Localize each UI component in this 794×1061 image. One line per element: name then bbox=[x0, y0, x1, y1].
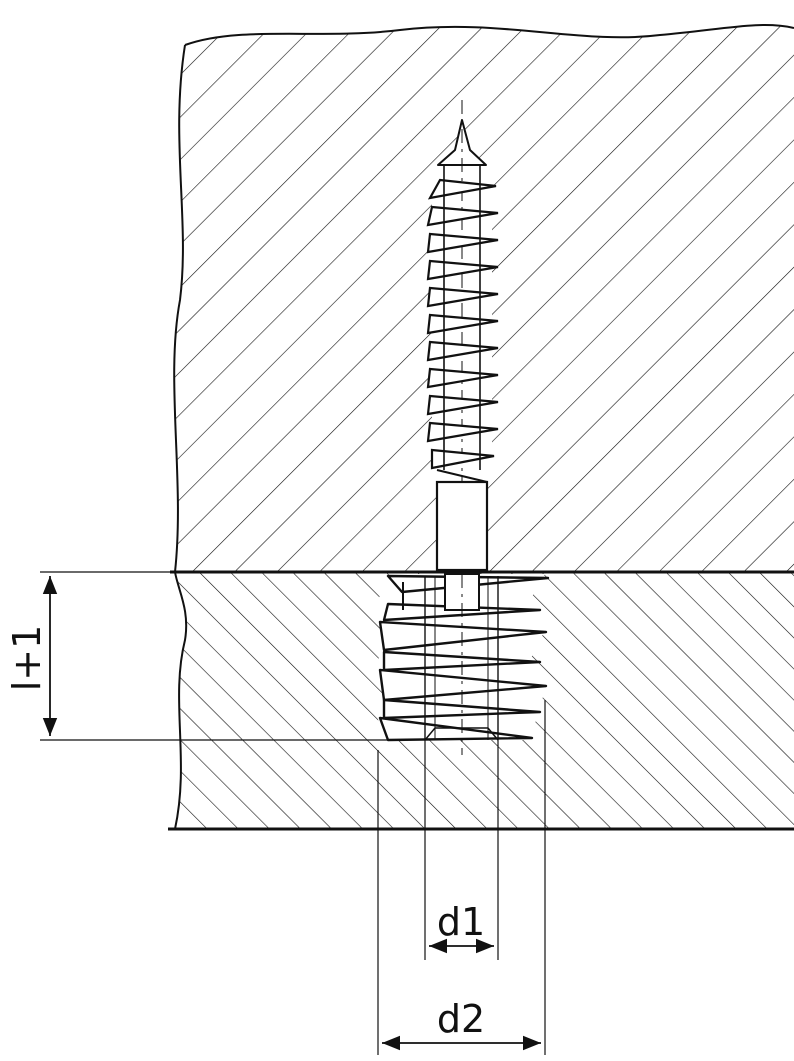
d1-dimension-label: d1 bbox=[437, 900, 485, 944]
d1-dimension: d1 bbox=[424, 740, 499, 960]
wood-screw bbox=[426, 100, 499, 572]
depth-dimension-label: l+1 bbox=[5, 625, 49, 692]
d2-dimension: d2 bbox=[377, 700, 546, 1055]
threaded-insert bbox=[378, 573, 550, 755]
depth-dimension: l+1 bbox=[5, 571, 390, 741]
d2-dimension-label: d2 bbox=[437, 997, 485, 1041]
